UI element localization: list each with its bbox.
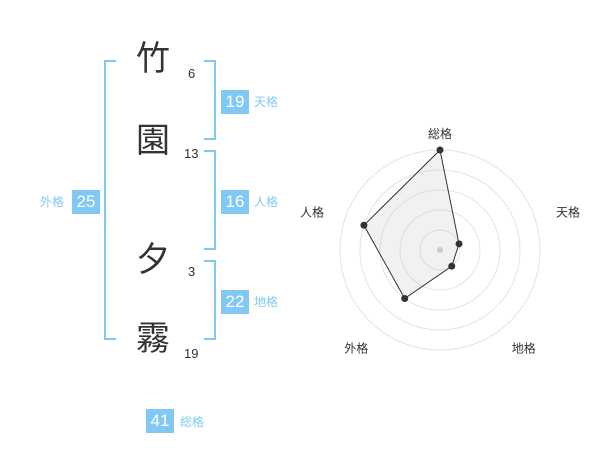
tenkaku-bracket: [204, 60, 216, 140]
stroke-count-3: 3: [188, 264, 196, 279]
tenkaku-label: 天格: [254, 95, 279, 109]
radar-axis-label-3: 地格: [512, 341, 536, 356]
tenkaku-value-badge: 19: [221, 90, 249, 114]
stroke-count-1: 6: [188, 66, 196, 81]
radar-point-3: [448, 262, 456, 270]
chikaku-label: 地格: [254, 295, 279, 309]
radar-axis-label-5: 人格: [300, 204, 324, 219]
radar-ring-4: [359, 169, 521, 331]
radar-ring-1: [419, 229, 461, 271]
stroke-count-2: 13: [184, 146, 199, 161]
gaikaku-value-badge: 25: [72, 190, 100, 214]
name-char-2: 園: [136, 121, 170, 161]
radar-series-polygon: [363, 148, 460, 300]
jinkaku-bracket: [204, 150, 216, 250]
radar-ring-3: [379, 189, 501, 311]
name-char-1: 竹: [136, 39, 170, 79]
jinkaku-label: 人格: [254, 195, 279, 209]
gaikaku-bracket: [104, 60, 116, 340]
name-char-3: 夕: [136, 240, 170, 280]
jinkaku-value-badge: 16: [221, 190, 249, 214]
chikaku-value-badge: 22: [221, 290, 249, 314]
radar-point-4: [401, 295, 409, 303]
chikaku-bracket: [204, 260, 216, 340]
soukaku-label: 総格: [180, 415, 205, 429]
radar-point-1: [436, 146, 444, 154]
gaikaku-label: 外格: [40, 195, 65, 209]
radar-axis-label-4: 外格: [344, 341, 368, 356]
stroke-count-4: 19: [184, 346, 199, 361]
radar-point-2: [455, 240, 463, 248]
soukaku-value-badge: 41: [146, 409, 174, 433]
radar-ring-2: [399, 209, 481, 291]
name-char-4: 霧: [136, 319, 170, 359]
radar-point-5: [360, 221, 368, 229]
radar-center-dot: [437, 247, 443, 253]
radar-axis-label-2: 天格: [556, 204, 580, 219]
radar-axis-label-1: 総格: [428, 126, 452, 141]
